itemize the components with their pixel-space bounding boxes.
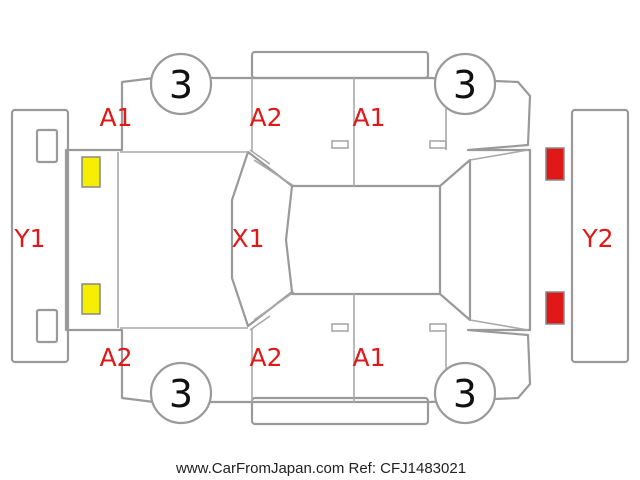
code-upper-rear-door: A1 (352, 103, 385, 132)
front-lamp-marker-upper (81, 156, 101, 188)
code-lower-rear-door: A1 (352, 343, 385, 372)
tire-bottom-left: 3 (149, 361, 213, 425)
code-right-bumper: Y2 (581, 224, 613, 253)
code-upper-front-fender: A1 (99, 103, 132, 132)
tire-bottom-right-value: 3 (453, 372, 477, 416)
car-body-top-view (64, 76, 532, 404)
tire-bottom-right: 3 (433, 361, 497, 425)
code-left-bumper: Y1 (13, 224, 45, 253)
front-lamp-marker-lower (81, 283, 101, 315)
tire-top-left: 3 (149, 52, 213, 116)
rear-lamp-marker-lower (545, 291, 565, 325)
right-bumper-panel (570, 108, 630, 364)
footer-reference: www.CarFromJapan.com Ref: CFJ1483021 (175, 460, 466, 477)
tire-top-right-value: 3 (453, 63, 477, 107)
code-upper-front-door: A2 (249, 103, 282, 132)
tire-bottom-left-value: 3 (169, 372, 193, 416)
top-side-strip (250, 50, 430, 80)
code-hood: X1 (231, 224, 264, 253)
bottom-side-strip (250, 396, 430, 426)
left-bumper-panel (10, 108, 70, 364)
code-lower-front-fender: A2 (99, 343, 132, 372)
tire-top-left-value: 3 (169, 63, 193, 107)
code-lower-front-door: A2 (249, 343, 282, 372)
tire-top-right: 3 (433, 52, 497, 116)
rear-lamp-marker-upper (545, 147, 565, 181)
